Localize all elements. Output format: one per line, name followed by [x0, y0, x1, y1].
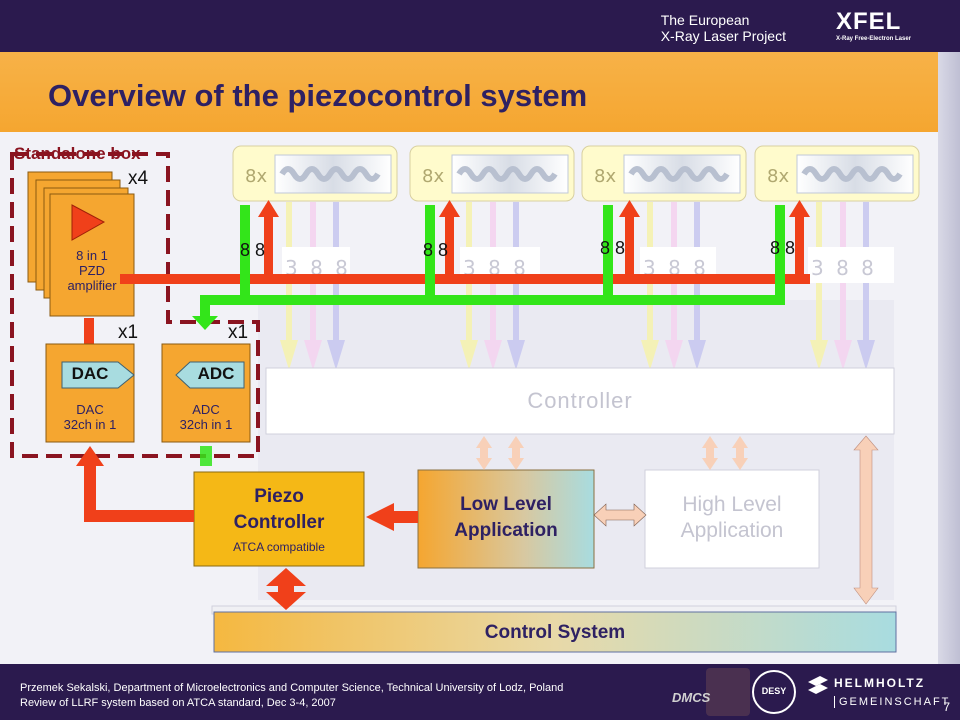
page-number: 7 [943, 700, 950, 714]
control-system-label: Control System [484, 622, 626, 643]
dmcs-logo-text: DMCS [672, 690, 711, 705]
sense-bus [192, 205, 785, 330]
piezo-controller-label: Piezo Controller [194, 484, 364, 536]
controller-label: Controller [527, 388, 633, 413]
dac-label: DAC 32ch in 1 [46, 402, 134, 432]
adc-label: ADC 32ch in 1 [162, 402, 250, 432]
cryo-label-4: 8x [767, 166, 789, 187]
piezo-controller-sub: ATCA compatible [233, 540, 325, 554]
cryo-label-3: 8x [594, 166, 616, 187]
dac-badge: DAC [71, 364, 109, 383]
org-name: The European X-Ray Laser Project [661, 12, 786, 44]
helmholtz-mark [808, 676, 828, 694]
bus-digits-1: 8 8 [240, 240, 266, 260]
adc-badge: ADC [197, 364, 235, 383]
standalone-box [10, 152, 260, 458]
bus-digits-3: 8 8 [600, 238, 626, 258]
control-system-box [213, 611, 897, 653]
adc-to-piezo [200, 446, 212, 466]
dac-line1: DAC [76, 402, 104, 417]
dac-line2: 32ch in 1 [63, 417, 117, 432]
helmholtz-icon [808, 676, 830, 698]
desy-logo [752, 670, 796, 714]
helmholtz-text1: HELMHOLTZ [834, 676, 926, 690]
org-line2: X-Ray Laser Project [660, 28, 786, 44]
top-bar [0, 0, 960, 52]
ll-to-piezo [392, 511, 418, 523]
org-line1: The European [660, 12, 750, 28]
bus-digits-2: 8 8 [423, 240, 449, 260]
adc-box [161, 343, 251, 443]
cryo-label-1: 8x [245, 166, 267, 187]
dmcs-logo [706, 668, 750, 716]
footer-line2: Review of LLRF system based on ATCA stan… [20, 697, 336, 709]
ll-line1: Low Level [460, 494, 552, 515]
cryomodule-4 [754, 145, 920, 202]
adc-badge-shape [175, 361, 245, 389]
drive-arrows [258, 200, 810, 275]
ll-app-box [417, 469, 595, 569]
helmholtz-text2: GEMEINSCHAFT [834, 696, 950, 708]
hl-app-label: High Level Application [645, 492, 819, 544]
piezo-line2: Controller [233, 512, 325, 533]
amp-label: 8 in 1 PZD amplifier [50, 248, 134, 293]
piezo-to-dac [84, 464, 194, 522]
amp-line3: amplifier [67, 278, 117, 293]
faded-digits-box-4 [808, 247, 894, 283]
bus-digits-4: 8 8 [770, 238, 796, 258]
faded-double-arrows [476, 435, 879, 605]
drive-bus [120, 274, 810, 284]
piezo-control-arrow [266, 568, 306, 610]
desy-logo-text: DESY [761, 686, 787, 696]
footer [0, 664, 960, 720]
cryomodule-2 [409, 145, 575, 202]
ll-line2: Application [454, 520, 558, 541]
amp-line1: 8 in 1 [76, 248, 108, 263]
hl-app-box [644, 469, 820, 569]
adc-line2: 32ch in 1 [179, 417, 233, 432]
amplifier-stack [27, 171, 135, 317]
footer-line1: Przemek Sekalski, Department of Microele… [20, 682, 564, 694]
faded-digits-4: 3 8 8 [811, 256, 877, 280]
xfel-logo: XFEL [836, 8, 902, 35]
ll-app-label: Low Level Application [418, 492, 594, 544]
title-bar [0, 52, 938, 132]
amp-line2: PZD [79, 263, 105, 278]
xfel-logo-sub: X-Ray Free-Electron Laser [836, 36, 912, 42]
right-strip [938, 52, 960, 664]
adc-count: x1 [228, 322, 249, 343]
dac-count: x1 [118, 322, 139, 343]
hl-line1: High Level [682, 493, 782, 516]
adc-line1: ADC [192, 402, 220, 417]
amp-count: x4 [128, 168, 149, 189]
dac-to-amp [84, 318, 94, 344]
cryomodule-3 [581, 145, 747, 202]
piezo-to-dac-head [76, 446, 104, 466]
cryomodule-1 [232, 145, 398, 202]
controller-box [265, 367, 895, 435]
dac-badge-shape [61, 361, 135, 389]
standalone-label: Standalone box [14, 144, 141, 163]
hl-line2: Application [680, 519, 784, 542]
cryo-label-2: 8x [422, 166, 444, 187]
ll-to-piezo-head [366, 503, 394, 531]
dac-box [45, 343, 135, 443]
piezo-controller-box [193, 471, 365, 567]
page-title: Overview of the piezocontrol system [48, 78, 588, 113]
piezo-line1: Piezo [254, 486, 304, 507]
